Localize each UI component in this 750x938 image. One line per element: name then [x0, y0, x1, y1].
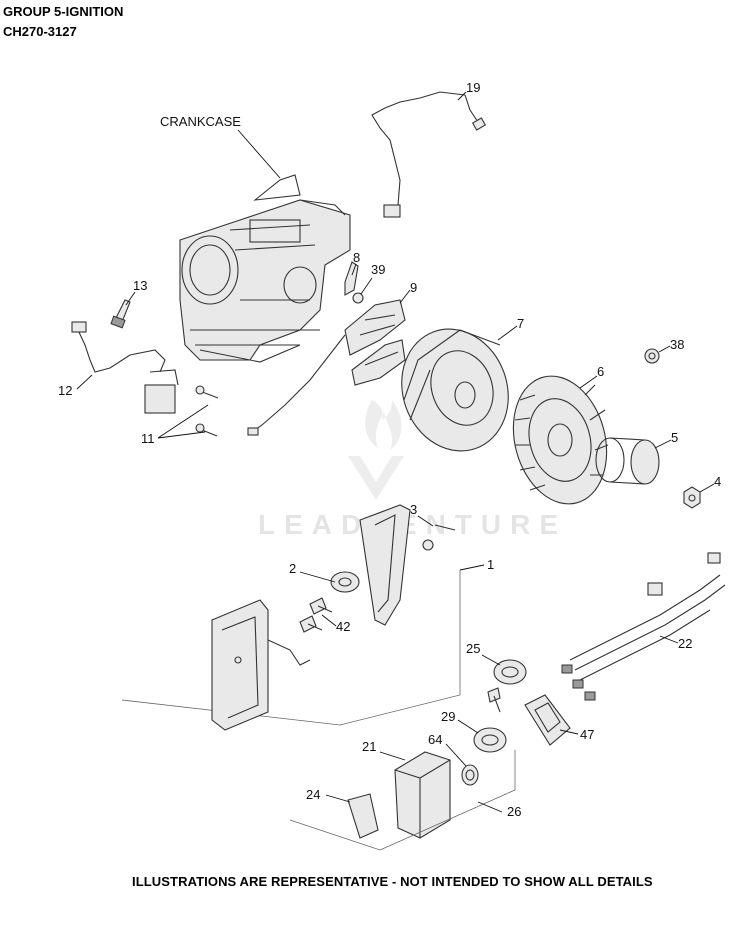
callout-11: 11 — [141, 431, 155, 446]
callout-5: 5 — [671, 430, 678, 445]
part-13-spark-plug[interactable] — [110, 299, 131, 329]
part-24-plate[interactable] — [347, 793, 379, 839]
part-control-box-cover[interactable] — [359, 504, 411, 626]
callout-29: 47 — [580, 727, 594, 742]
part-2-ignition-switch[interactable] — [330, 571, 360, 593]
part-29-bracket[interactable] — [524, 694, 571, 746]
callout-4: 4 — [714, 474, 721, 489]
callout-21: 21 — [362, 739, 376, 754]
callout-19: 19 — [466, 80, 480, 95]
callout-12: 12 — [58, 383, 72, 398]
callout-47: 29 — [441, 709, 455, 724]
callout-25: 25 — [466, 641, 480, 656]
part-control-box-housing[interactable] — [211, 599, 311, 731]
callout-1: 1 — [487, 557, 494, 572]
part-6-cooling-fan[interactable] — [500, 366, 621, 515]
part-7-flywheel[interactable] — [385, 314, 525, 466]
callout-7: 7 — [517, 316, 524, 331]
part-9-ignition-module[interactable] — [247, 299, 406, 436]
part-8-bracket[interactable] — [344, 261, 359, 296]
callout-38: 38 — [670, 337, 684, 352]
part-12-wire-coil[interactable] — [71, 321, 179, 414]
part-11-screws[interactable] — [195, 385, 219, 437]
model-number: CH270-3127 — [3, 24, 77, 39]
part-25-key-switch[interactable] — [487, 659, 527, 713]
callout-6: 6 — [597, 364, 604, 379]
callout-8: 8 — [353, 250, 360, 265]
part-4-flywheel-nut[interactable] — [683, 486, 701, 509]
part-64-ring[interactable] — [461, 764, 479, 786]
watermark-logo — [348, 400, 404, 500]
callout-22: 22 — [678, 636, 692, 651]
part-38-nut[interactable] — [644, 348, 660, 364]
callout-26: 26 — [507, 804, 521, 819]
callout-64: 64 — [428, 732, 442, 747]
disclaimer-footer: ILLUSTRATIONS ARE REPRESENTATIVE - NOT I… — [132, 874, 653, 889]
part-21-switch-box[interactable] — [394, 751, 451, 839]
part-39-screw[interactable] — [352, 292, 364, 304]
part-5-fan-cup[interactable] — [595, 437, 660, 485]
callout-2: 2 — [289, 561, 296, 576]
callout-24: 24 — [306, 787, 320, 802]
group-title: GROUP 5-IGNITION — [3, 4, 124, 19]
part-19-wire-lead[interactable] — [371, 91, 487, 218]
crankcase-part[interactable] — [179, 174, 351, 363]
callout-3: 3 — [410, 502, 417, 517]
callout-13: 13 — [133, 278, 147, 293]
callout-39: 39 — [371, 262, 385, 277]
part-47-switch[interactable] — [473, 727, 507, 753]
part-3-screw[interactable] — [422, 524, 456, 551]
crankcase-label: CRANKCASE — [160, 114, 241, 129]
part-22-wiring-harness[interactable] — [561, 552, 726, 701]
callout-9: 9 — [410, 280, 417, 295]
part-42-keys[interactable] — [299, 597, 333, 633]
callout-42: 42 — [336, 619, 350, 634]
